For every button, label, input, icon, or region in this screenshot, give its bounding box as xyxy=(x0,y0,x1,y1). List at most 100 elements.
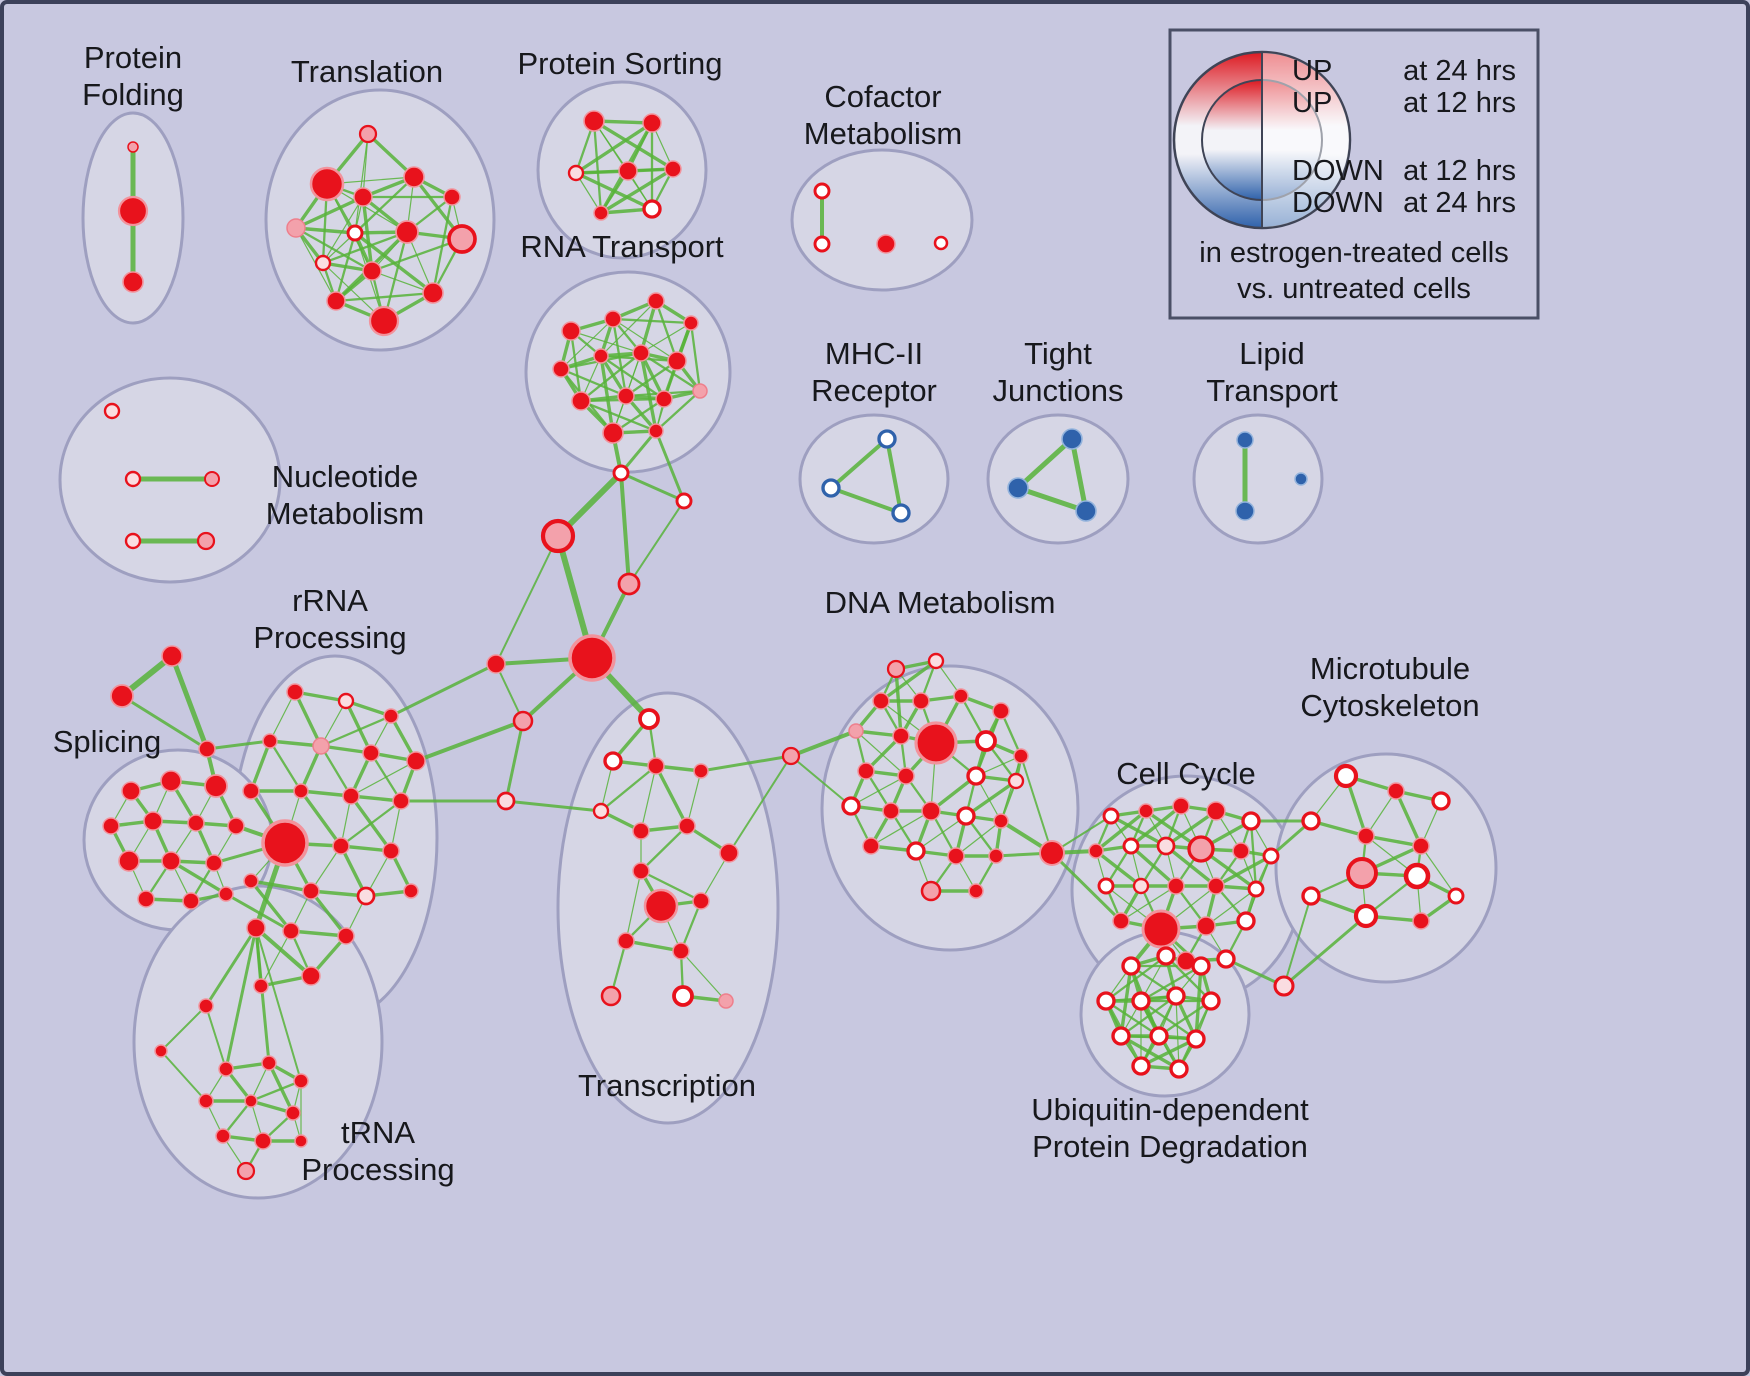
node-down xyxy=(1294,472,1308,486)
edge xyxy=(504,719,525,803)
cluster-ellipse-microtubule-cytoskeleton xyxy=(1274,752,1498,984)
node-up xyxy=(227,817,245,835)
edge xyxy=(1015,485,1089,514)
edge xyxy=(686,770,702,827)
node-up xyxy=(137,890,155,908)
edge xyxy=(382,230,409,323)
edge xyxy=(625,870,642,942)
edge xyxy=(269,691,296,742)
node-pink-ring xyxy=(337,692,355,710)
edge xyxy=(829,437,889,490)
edge xyxy=(619,471,686,503)
node-pink-ring xyxy=(1132,877,1150,895)
node-up xyxy=(368,305,400,337)
node-up xyxy=(198,998,214,1014)
edge xyxy=(559,367,628,398)
node-up-ring xyxy=(1191,956,1211,976)
node-up xyxy=(667,351,687,371)
node-up xyxy=(215,1128,231,1144)
node-pink-ring xyxy=(927,652,945,670)
node-up xyxy=(302,882,320,900)
edge xyxy=(639,351,702,393)
edge xyxy=(414,719,525,763)
node-pink-halo xyxy=(540,518,576,554)
node-up xyxy=(988,848,1004,864)
legend-direction-label: UP xyxy=(1292,55,1332,87)
node-pink-halo xyxy=(600,985,622,1007)
edge xyxy=(353,175,416,235)
edge xyxy=(1175,995,1180,1070)
edge xyxy=(955,820,1002,857)
node-up xyxy=(1206,801,1226,821)
node-down xyxy=(1075,500,1097,522)
legend-time-label: at 12 hrs xyxy=(1403,87,1516,119)
node-up-ring xyxy=(933,235,949,251)
node-pink-ring xyxy=(356,886,376,906)
node-up xyxy=(392,792,410,810)
node-up-ring xyxy=(1149,1026,1169,1046)
node-up xyxy=(486,654,506,674)
node-up-ring xyxy=(672,985,694,1007)
node-up xyxy=(678,817,696,835)
node-pink-halo xyxy=(1346,857,1378,889)
node-up xyxy=(244,1094,258,1108)
legend-direction-label: DOWN xyxy=(1292,187,1384,219)
node-up xyxy=(568,634,616,682)
edge xyxy=(624,939,683,953)
edge xyxy=(879,659,938,703)
cluster-ellipse-mhc-ii-receptor xyxy=(798,413,950,545)
node-up xyxy=(692,892,710,910)
edge xyxy=(1282,914,1368,988)
node-pink xyxy=(692,383,708,399)
edge xyxy=(870,810,932,847)
edge xyxy=(1364,834,1423,848)
node-up-ring xyxy=(1121,956,1141,976)
node-up xyxy=(198,1093,214,1109)
node-pink-halo xyxy=(236,1161,256,1181)
node-up xyxy=(160,770,182,792)
node-pink-ring xyxy=(314,254,332,272)
node-up xyxy=(285,1105,301,1121)
node-up xyxy=(403,883,419,899)
node-pink-ring xyxy=(496,791,516,811)
node-up xyxy=(561,321,581,341)
node-up xyxy=(337,927,355,945)
node-pink-ring xyxy=(567,164,585,182)
node-pink xyxy=(848,723,864,739)
node-pink-ring xyxy=(103,402,121,420)
node-up-ring xyxy=(1241,811,1261,831)
node-up-ring xyxy=(1131,1056,1151,1076)
edge xyxy=(599,354,615,435)
node-layer xyxy=(102,110,1465,1181)
node-up-ring xyxy=(603,751,623,771)
node-up xyxy=(154,1044,168,1058)
node-up xyxy=(182,892,200,910)
edge xyxy=(160,1005,207,1052)
edge xyxy=(1104,954,1168,1003)
edge xyxy=(790,755,852,807)
cluster-ellipse-cofactor-metabolism xyxy=(790,148,974,292)
edge xyxy=(1194,964,1203,1041)
edge xyxy=(289,929,348,938)
node-up xyxy=(117,195,149,227)
edge xyxy=(1119,994,1178,1038)
node-down xyxy=(1236,431,1254,449)
edge xyxy=(639,824,689,873)
node-up xyxy=(947,847,965,865)
node-pink-ring xyxy=(124,470,142,488)
node-up-ring xyxy=(1131,991,1151,1011)
node-up xyxy=(857,762,875,780)
edge xyxy=(370,237,464,273)
legend-time-label: at 24 hrs xyxy=(1403,187,1516,219)
edge xyxy=(592,119,675,171)
edge xyxy=(915,815,967,852)
node-up-ring xyxy=(1301,811,1321,831)
node-pink-halo xyxy=(358,124,378,144)
edge xyxy=(160,1050,207,1102)
node-up xyxy=(1207,877,1225,895)
node-up xyxy=(1039,840,1065,866)
edge xyxy=(1129,804,1183,848)
node-up xyxy=(218,1061,234,1077)
